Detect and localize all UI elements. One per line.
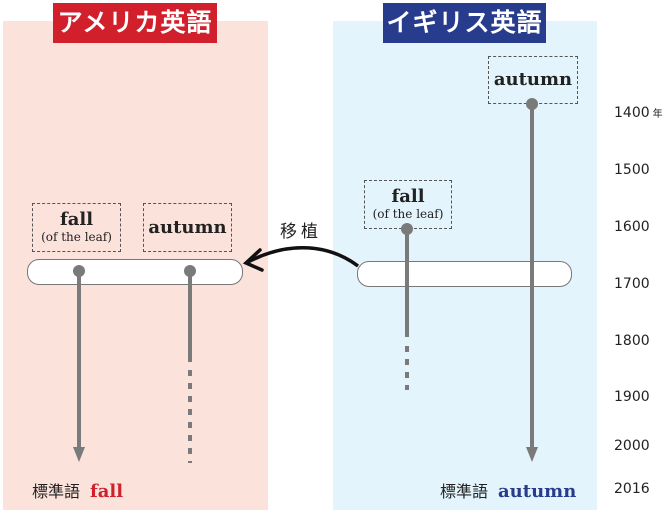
- us-fall-word: fall: [59, 209, 94, 230]
- year-label: 2016: [614, 481, 650, 497]
- american-english-title: アメリカ英語: [53, 3, 217, 43]
- us-fall-dot: [73, 265, 85, 277]
- us-fall-sub: (of the leaf): [41, 230, 112, 244]
- year-label: 2000: [614, 438, 650, 454]
- uk-standard: 標準語 autumn: [440, 478, 576, 502]
- us-autumn-box: autumn: [143, 203, 232, 252]
- transplant-arrow: [247, 246, 360, 268]
- us-standard: 標準語 fall: [32, 478, 123, 502]
- uk-1700-bar: [357, 261, 572, 287]
- year-label: 1900: [614, 389, 650, 405]
- year-label: 1700: [614, 276, 650, 292]
- us-standard-label: 標準語: [32, 482, 81, 501]
- uk-fall-word: fall: [391, 186, 425, 207]
- transplant-arrowhead: [242, 248, 264, 272]
- us-fall-box: fall (of the leaf): [32, 203, 121, 252]
- year-label: 1500: [614, 162, 650, 178]
- uk-autumn-dot: [526, 98, 538, 110]
- year-label: 1600: [614, 219, 650, 235]
- uk-standard-label: 標準語: [440, 482, 489, 501]
- uk-autumn-word: autumn: [493, 69, 573, 90]
- british-english-title: イギリス英語: [383, 3, 546, 43]
- uk-fall-dot: [401, 223, 413, 235]
- uk-fall-sub: (of the leaf): [372, 207, 444, 221]
- us-1700-bar: [27, 259, 243, 285]
- uk-standard-word: autumn: [498, 481, 577, 502]
- us-standard-word: fall: [90, 481, 124, 502]
- us-fall-arrowhead: [73, 447, 85, 462]
- transplant-label: 移植: [280, 222, 322, 242]
- us-autumn-dot: [184, 265, 196, 277]
- year-label: 1800: [614, 333, 650, 349]
- uk-autumn-arrowhead: [526, 447, 538, 462]
- us-autumn-word: autumn: [148, 217, 227, 238]
